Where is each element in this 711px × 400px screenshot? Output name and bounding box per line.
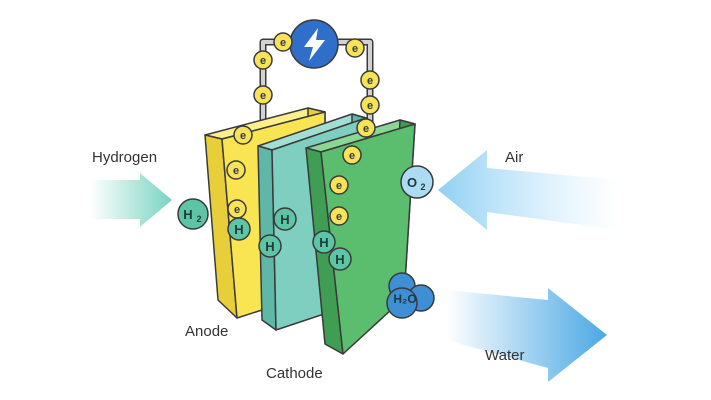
svg-text:e: e bbox=[352, 43, 358, 55]
svg-text:e: e bbox=[240, 130, 246, 142]
h2-label-main: H bbox=[183, 207, 192, 222]
svg-text:e: e bbox=[336, 211, 342, 223]
water-label: Water bbox=[485, 347, 524, 364]
power-source bbox=[289, 19, 339, 69]
svg-text:e: e bbox=[349, 150, 355, 162]
electron: e bbox=[356, 118, 376, 138]
electron: e bbox=[329, 206, 349, 226]
svg-text:H: H bbox=[319, 235, 328, 250]
hydrogen-label: Hydrogen bbox=[92, 149, 157, 166]
svg-text:e: e bbox=[260, 55, 266, 67]
electron: e bbox=[233, 125, 253, 145]
svg-text:e: e bbox=[233, 165, 239, 177]
svg-text:H: H bbox=[280, 212, 289, 227]
electron: e bbox=[342, 145, 362, 165]
h2o-molecule: H₂O bbox=[386, 272, 435, 319]
hydrogen-atom: H bbox=[273, 207, 297, 231]
electron: e bbox=[273, 32, 293, 52]
hydrogen-inflow-arrow bbox=[90, 173, 172, 227]
svg-text:e: e bbox=[234, 204, 240, 216]
electron: e bbox=[329, 175, 349, 195]
o2-molecule: O 2 bbox=[400, 165, 434, 199]
hydrogen-atom: H bbox=[312, 230, 336, 254]
anode-label: Anode bbox=[185, 323, 228, 340]
svg-text:e: e bbox=[367, 100, 373, 112]
svg-text:e: e bbox=[367, 75, 373, 87]
water-outflow-arrow bbox=[446, 288, 607, 382]
h2o-label: H₂O bbox=[393, 292, 416, 306]
electron: e bbox=[253, 85, 273, 105]
electron: e bbox=[253, 50, 273, 70]
svg-text:e: e bbox=[363, 123, 369, 135]
hydrogen-atom: H bbox=[328, 247, 352, 271]
electron: e bbox=[345, 38, 365, 58]
h2-molecule: H 2 bbox=[177, 198, 209, 230]
o2-label-main: O bbox=[407, 175, 417, 190]
h2-label-sub: 2 bbox=[196, 214, 201, 224]
svg-text:e: e bbox=[336, 180, 342, 192]
svg-text:e: e bbox=[260, 90, 266, 102]
lightning-bolt-icon bbox=[304, 28, 325, 61]
svg-text:H: H bbox=[335, 252, 344, 267]
hydrogen-atom: H bbox=[227, 217, 251, 241]
svg-text:e: e bbox=[280, 37, 286, 49]
cathode-label: Cathode bbox=[266, 365, 323, 382]
air-inflow-arrow bbox=[438, 150, 620, 230]
svg-text:H: H bbox=[234, 222, 243, 237]
electron: e bbox=[227, 199, 247, 219]
svg-text:H: H bbox=[265, 239, 274, 254]
o2-label-sub: 2 bbox=[420, 182, 425, 192]
air-label: Air bbox=[505, 149, 523, 166]
hydrogen-atom: H bbox=[258, 234, 282, 258]
electron: e bbox=[360, 95, 380, 115]
electron: e bbox=[226, 160, 246, 180]
electron: e bbox=[360, 70, 380, 90]
